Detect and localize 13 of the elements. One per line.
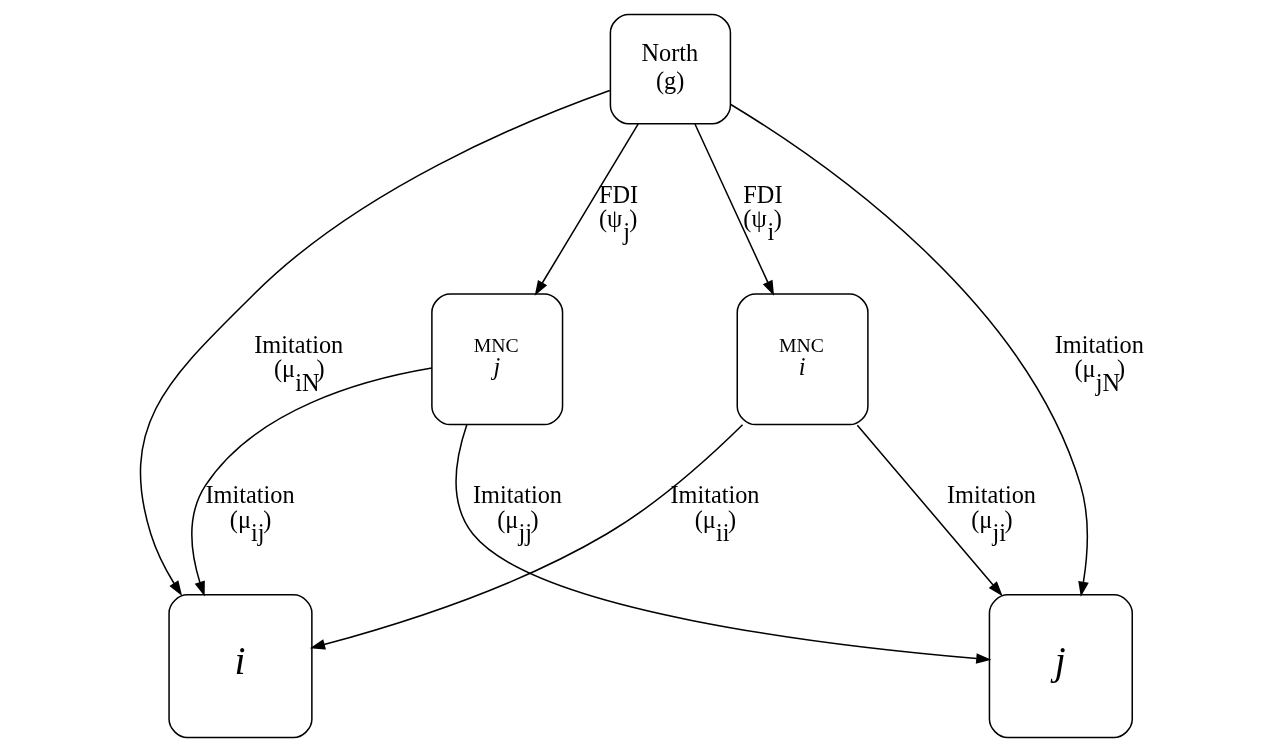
node-box: MNC i [736, 293, 869, 426]
arrow [139, 89, 610, 597]
arrow [454, 423, 991, 664]
arrow [309, 424, 743, 650]
arrow [190, 367, 433, 597]
arrow [856, 424, 1003, 597]
node-box: North (g) [609, 13, 731, 125]
arrow [534, 123, 639, 296]
arrow [693, 123, 774, 296]
node-box: i [167, 594, 313, 739]
arrow [729, 103, 1089, 597]
node-box: MNC j [430, 293, 563, 426]
node-box: j [988, 594, 1133, 739]
